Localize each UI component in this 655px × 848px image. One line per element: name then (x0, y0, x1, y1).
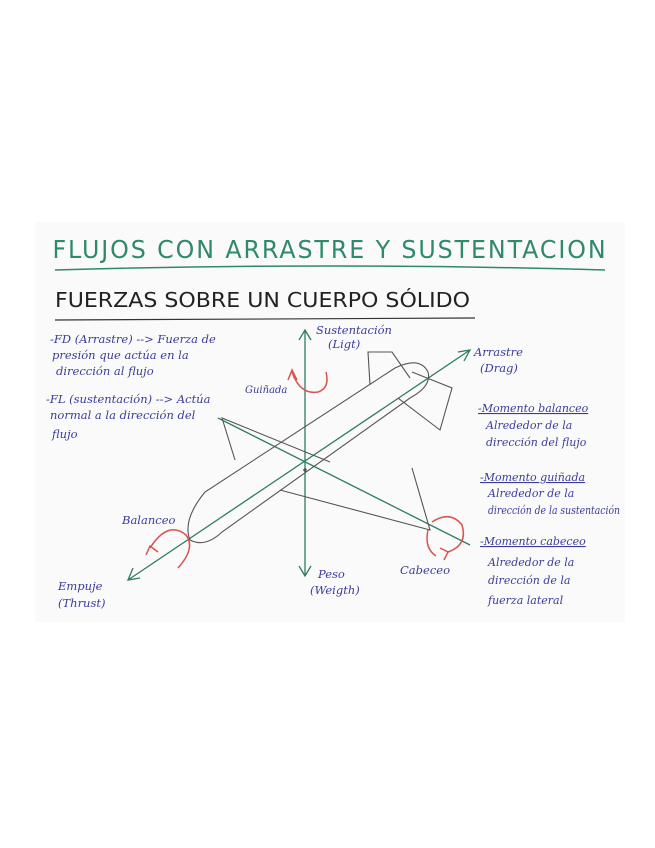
section-subtitle: FUERZAS SOBRE UN CUERPO SÓLIDO (55, 288, 470, 312)
moment-pitch-line-3: fuerza lateral (487, 594, 564, 607)
moment-pitch-title: -Momento cabeceo (480, 535, 586, 548)
drag-label: Arrastre (473, 345, 523, 359)
lift-definition-line-2: normal a la dirección del (50, 408, 196, 422)
lift-definition-line-3: flujo (51, 427, 78, 441)
lift-label: Sustentación (316, 323, 392, 337)
thrust-label: Empuje (57, 579, 103, 593)
drag-definition-line-3: dirección al flujo (56, 364, 154, 378)
moment-roll-title: -Momento balanceo (478, 402, 589, 415)
moment-pitch-line-1: Alrededor de la (487, 556, 574, 569)
thrust-label-en: (Thrust) (58, 596, 105, 610)
page-title: FLUJOS CON ARRASTRE Y SUSTENTACION (53, 235, 608, 264)
moment-roll-line-2: dirección del flujo (486, 436, 587, 449)
weight-label: Peso (317, 567, 345, 581)
moment-yaw-title: -Momento guiñada (480, 471, 585, 484)
weight-label-en: (Weigth) (310, 583, 360, 597)
roll-label: Balanceo (121, 513, 175, 527)
drag-label-en: (Drag) (480, 361, 518, 375)
yaw-label: Guiñada (245, 385, 287, 396)
lift-label-en: (Ligt) (328, 337, 360, 351)
moment-yaw-line-1: Alrededor de la (487, 487, 574, 500)
moment-yaw-line-2: dirección de la sustentación (488, 504, 620, 517)
pitch-label: Cabeceo (400, 563, 450, 577)
lift-definition-line-1: -FL (sustentación) --> Actúa (46, 392, 211, 406)
drag-definition-line-2: presión que actúa en la (52, 348, 189, 362)
moment-pitch-line-2: dirección de la (488, 574, 571, 587)
drag-definition-line-1: -FD (Arrastre) --> Fuerza de (50, 332, 216, 346)
dot-center (304, 469, 306, 471)
moment-roll-line-1: Alrededor de la (485, 419, 572, 432)
